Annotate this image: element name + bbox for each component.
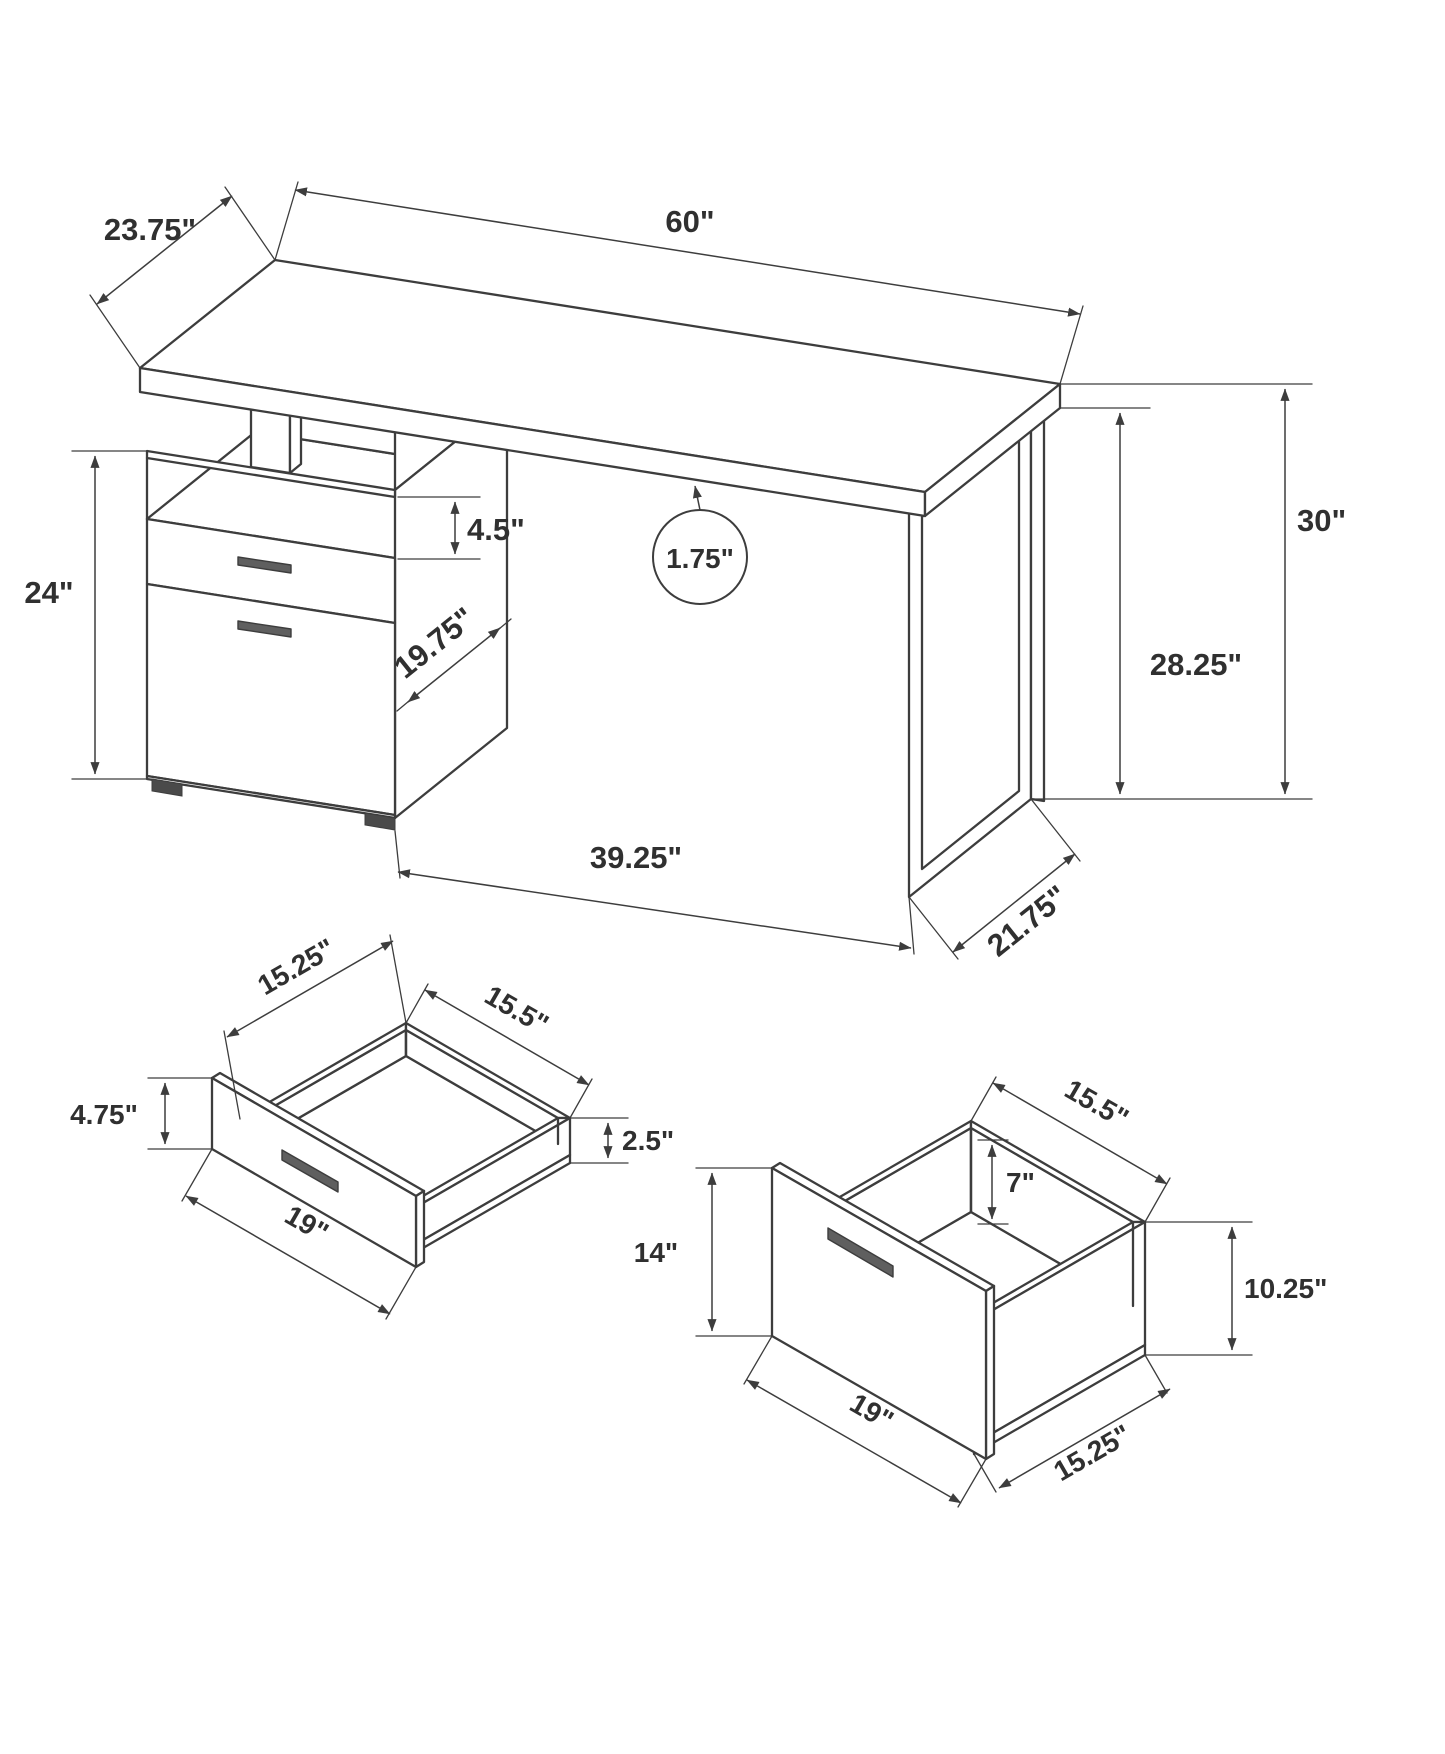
dim-label-small-front-height: 4.75" [70,1099,138,1130]
dim-label-small-inner-depth: 15.25" [252,933,340,1002]
dim-label-file-inner-width: 15.5" [1060,1073,1134,1134]
witness-line [181,1148,213,1202]
dimension-line [185,1195,391,1315]
dimension-line [226,940,394,1038]
small-drawer-handle [237,556,292,574]
dim-label-pedestal-height: 24" [24,575,73,610]
witness-tick [498,618,512,630]
witness-line [908,896,915,955]
file-drawer-front-handle [827,1227,894,1278]
witness-line [1144,1354,1168,1394]
dim-overall-height: 30" [1030,383,1346,800]
file-drawer-handle [237,620,292,638]
dimension-line [407,627,501,703]
pedestal-foot-right [364,812,396,831]
dim-small-side-height: 2.5" [569,1117,674,1164]
dim-file-side-height: 10.25" [1144,1221,1327,1356]
dim-label-top-width: 60" [665,204,714,239]
dim-file-hanging-depth: 7" [977,1139,1035,1225]
dim-label-top-thickness: 1.75" [666,543,734,574]
witness-line [1059,305,1084,385]
dim-small-front-height: 4.75" [70,1077,213,1150]
dimension-line [952,853,1076,953]
dim-label-kneehole-span: 39.25" [590,840,682,875]
dimension-line [96,195,233,305]
witness-line [389,934,407,1024]
dim-label-overall-height: 30" [1297,503,1346,538]
witness-line [973,1453,997,1493]
dim-top-thickness: 1.75" [652,485,748,605]
dim-label-underside-height: 28.25" [1150,647,1242,682]
small-drawer-assembly [210,1021,572,1269]
support-bracket-front [249,407,292,475]
small-drawer-front-end [414,1189,426,1269]
desk-assembly [138,258,1062,899]
small-drawer-front-handle [281,1149,339,1193]
dim-top-depth: 23.75" [89,186,276,369]
dim-cubby-height: 4.5" [397,496,525,560]
witness-line [274,181,299,261]
dimension-line [397,869,912,951]
dim-file-front-height: 14" [634,1167,773,1337]
dim-label-file-inner-depth: 15.25" [1048,1419,1136,1488]
dim-label-leg-depth: 21.75" [980,878,1074,963]
dim-kneehole-span: 39.25" [394,830,915,955]
dimension-line [424,989,590,1086]
dim-label-file-hanging-depth: 7" [1006,1167,1035,1198]
witness-line [569,1078,593,1119]
witness-line [1144,1177,1171,1223]
leg-frame-back-sliver [1029,411,1046,803]
witness-line [1030,798,1081,862]
dim-label-file-front-height: 14" [634,1237,678,1268]
dimension-line [746,1379,962,1504]
witness-line [89,294,141,369]
dim-label-small-side-height: 2.5" [622,1125,674,1156]
witness-line [970,1076,997,1122]
pedestal-top-rail [145,449,397,499]
file-drawer-face [145,582,397,817]
dim-underside-height: 28.25" [1059,407,1242,795]
dimension-line [992,1082,1168,1185]
file-drawer-assembly [770,1119,1147,1461]
witness-line [224,186,276,261]
dim-top-width: 60" [274,181,1084,385]
witness-line [405,983,429,1024]
dim-label-small-inner-width: 15.5" [480,979,554,1040]
dimension-line [294,187,1081,317]
witness-line [743,1335,773,1385]
dim-label-cubby-height: 4.5" [467,512,525,547]
witness-line [394,830,401,879]
dimension-line [998,1388,1171,1489]
pedestal-foot-left [151,778,183,797]
witness-line [908,896,959,960]
dim-label-file-side-height: 10.25" [1244,1273,1327,1304]
witness-line [223,1030,241,1120]
dim-pedestal-height: 24" [24,450,148,780]
dim-label-top-depth: 23.75" [104,212,196,247]
witness-tick [396,700,410,712]
leader-line [692,485,702,511]
file-drawer-front-end [984,1284,996,1461]
witness-line [385,1266,417,1320]
